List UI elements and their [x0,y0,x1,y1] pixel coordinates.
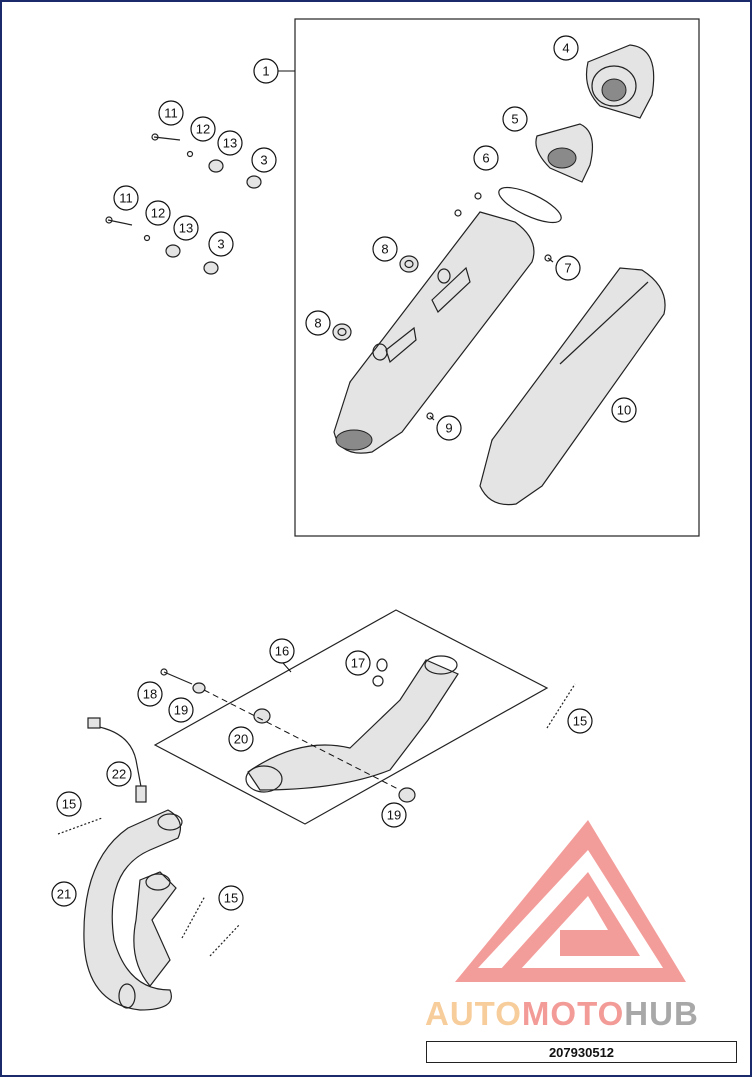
callout-label: 16 [275,644,289,659]
sensor-cable-part [87,717,147,803]
callout-19b: 19 [381,802,407,828]
callout-label: 9 [445,421,452,436]
dash-line [203,689,401,791]
screw-9-part [426,412,435,421]
small-screw [474,192,482,200]
callout-label: 11 [119,191,133,206]
logo-letter-g-icon [500,872,640,970]
seal-ring-part [498,186,562,224]
callout-1: 1 [253,58,279,84]
callout-21: 21 [51,881,77,907]
front-pipe-part [83,809,183,1011]
leader-16 [282,662,292,673]
callout-label: 12 [196,122,210,137]
callout-label: 15 [573,714,587,729]
fastener-set-upper [151,133,262,189]
spring-15c-part [181,895,206,939]
callout-5: 5 [502,106,528,132]
callout-10: 10 [611,397,637,423]
end-cap-part [585,44,655,119]
callout-8b: 8 [305,310,331,336]
grommet-8b-part [332,323,352,341]
callout-label: 11 [164,106,178,121]
callout-4: 4 [553,35,579,61]
callout-3b: 3 [208,231,234,257]
header-pipe-part [245,655,459,793]
callout-label: 10 [617,403,631,418]
callout-label: 18 [143,687,157,702]
callout-label: 15 [224,891,238,906]
watermark-logo: AUTOMOTOHUB [425,820,699,1032]
callout-9: 9 [436,415,462,441]
callout-11a: 11 [158,100,184,126]
outer-sleeve-part [479,267,666,506]
callout-3a: 3 [251,147,277,173]
small-screw [454,209,462,217]
end-cap-insert-part [535,123,593,183]
washer-19a-part [192,682,206,694]
callout-label: 8 [314,316,321,331]
callout-13b: 13 [173,215,199,241]
callout-15b: 15 [56,791,82,817]
callout-label: 15 [62,797,76,812]
callout-15a: 15 [567,708,593,734]
brand-name: AUTOMOTOHUB [425,995,699,1032]
bolt-18-part [160,668,193,685]
brand-part-auto: AUTO [425,995,522,1032]
callout-12b: 12 [145,200,171,226]
callout-22: 22 [106,761,132,787]
muffler-group-box [294,18,700,537]
callout-label: 8 [381,242,388,257]
callout-19a: 19 [168,697,194,723]
brand-part-hub: HUB [624,995,699,1032]
callout-12a: 12 [190,116,216,142]
callout-label: 20 [234,732,248,747]
diagram-code-box: 207930512 [426,1041,737,1063]
screw-7-part [544,254,554,263]
header-pipe-kit-box [153,609,549,825]
bushing-20-part [253,708,271,724]
callout-label: 3 [260,153,267,168]
spring-15b-part [57,817,103,835]
callout-label: 19 [387,808,401,823]
washer-19b-part [398,787,416,803]
spring-15a-part [546,683,576,729]
callout-label: 1 [262,64,269,79]
callout-13a: 13 [217,130,243,156]
callout-label: 22 [112,767,126,782]
silencer-body-part [333,211,535,454]
callout-label: 6 [482,151,489,166]
callout-label: 4 [562,41,569,56]
grommet-8a-part [399,255,419,273]
callout-label: 3 [217,237,224,252]
callout-label: 12 [151,206,165,221]
brand-part-moto: MOTO [522,995,624,1032]
callout-label: 13 [179,221,193,236]
callout-17: 17 [345,650,371,676]
callout-label: 21 [57,887,71,902]
callout-label: 19 [174,703,188,718]
diagram-code: 207930512 [548,1044,615,1060]
callout-label: 13 [223,136,237,151]
callout-16: 16 [269,638,295,664]
callout-18: 18 [137,681,163,707]
callout-8a: 8 [372,236,398,262]
callout-15c: 15 [218,885,244,911]
callout-label: 5 [511,112,518,127]
callout-7: 7 [555,255,581,281]
callout-20: 20 [228,726,254,752]
callout-label: 17 [351,656,365,671]
fastener-set-lower [105,216,219,275]
clamp-17-part [372,658,388,687]
callout-6: 6 [473,145,499,171]
callout-11b: 11 [113,185,139,211]
callout-label: 7 [564,261,571,276]
spring-15d-part [209,923,241,957]
